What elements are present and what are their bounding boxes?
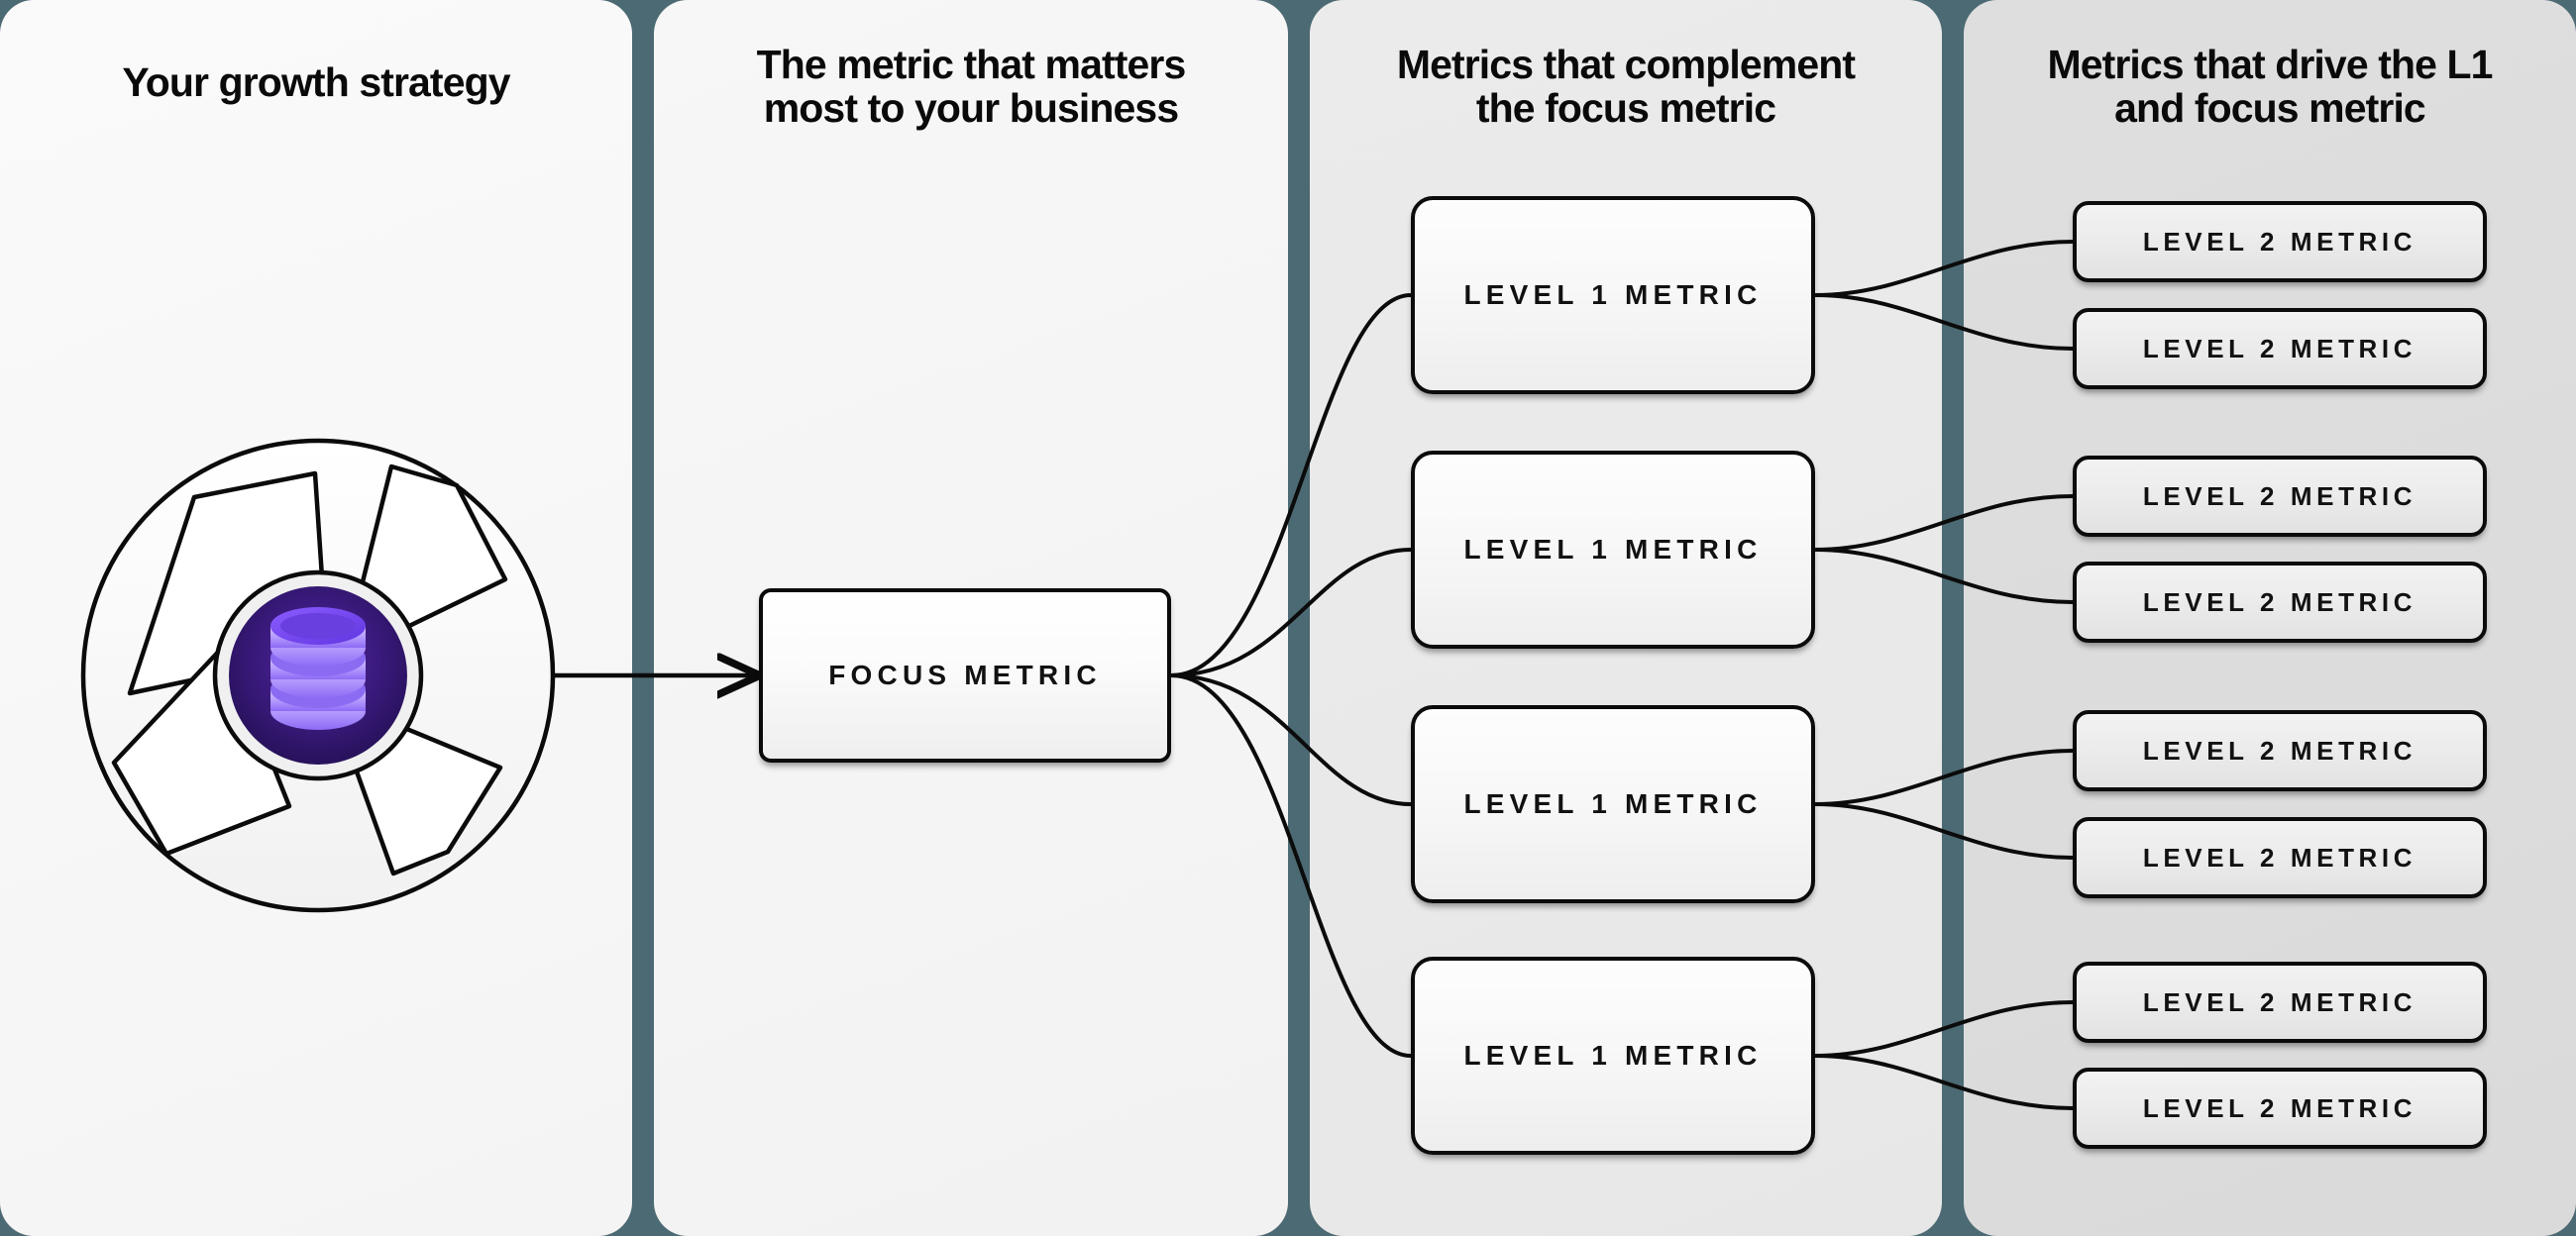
node-focus-metric[interactable]: FOCUS METRIC xyxy=(759,588,1171,763)
node-level1-metric-4-label: LEVEL 1 METRIC xyxy=(1463,1040,1763,1071)
node-level1-metric-1[interactable]: LEVEL 1 METRIC xyxy=(1411,196,1815,394)
node-level1-metric-1-label: LEVEL 1 METRIC xyxy=(1463,279,1763,310)
node-level2-metric-7[interactable]: LEVEL 2 METRIC xyxy=(2073,962,2487,1043)
node-level1-metric-2-label: LEVEL 1 METRIC xyxy=(1463,534,1763,565)
node-level1-metric-2[interactable]: LEVEL 1 METRIC xyxy=(1411,451,1815,649)
node-focus-metric-label: FOCUS METRIC xyxy=(828,660,1102,690)
node-level2-metric-3-label: LEVEL 2 METRIC xyxy=(2142,480,2417,511)
node-level1-metric-3[interactable]: LEVEL 1 METRIC xyxy=(1411,705,1815,903)
node-level2-metric-5[interactable]: LEVEL 2 METRIC xyxy=(2073,710,2487,791)
node-level2-metric-4-label: LEVEL 2 METRIC xyxy=(2142,586,2417,617)
node-level2-metric-7-label: LEVEL 2 METRIC xyxy=(2142,986,2417,1017)
node-level2-metric-6[interactable]: LEVEL 2 METRIC xyxy=(2073,817,2487,898)
node-level2-metric-5-label: LEVEL 2 METRIC xyxy=(2142,735,2417,766)
node-level2-metric-2[interactable]: LEVEL 2 METRIC xyxy=(2073,308,2487,389)
node-level2-metric-1-label: LEVEL 2 METRIC xyxy=(2142,226,2417,257)
node-level2-metric-6-label: LEVEL 2 METRIC xyxy=(2142,842,2417,873)
column-panel-strategy xyxy=(0,0,632,1236)
node-level2-metric-4[interactable]: LEVEL 2 METRIC xyxy=(2073,562,2487,643)
node-level2-metric-3[interactable]: LEVEL 2 METRIC xyxy=(2073,456,2487,537)
node-level2-metric-8[interactable]: LEVEL 2 METRIC xyxy=(2073,1068,2487,1149)
node-level1-metric-4[interactable]: LEVEL 1 METRIC xyxy=(1411,957,1815,1155)
node-level1-metric-3-label: LEVEL 1 METRIC xyxy=(1463,788,1763,819)
node-level2-metric-8-label: LEVEL 2 METRIC xyxy=(2142,1092,2417,1123)
node-level2-metric-1[interactable]: LEVEL 2 METRIC xyxy=(2073,201,2487,282)
node-level2-metric-2-label: LEVEL 2 METRIC xyxy=(2142,333,2417,363)
